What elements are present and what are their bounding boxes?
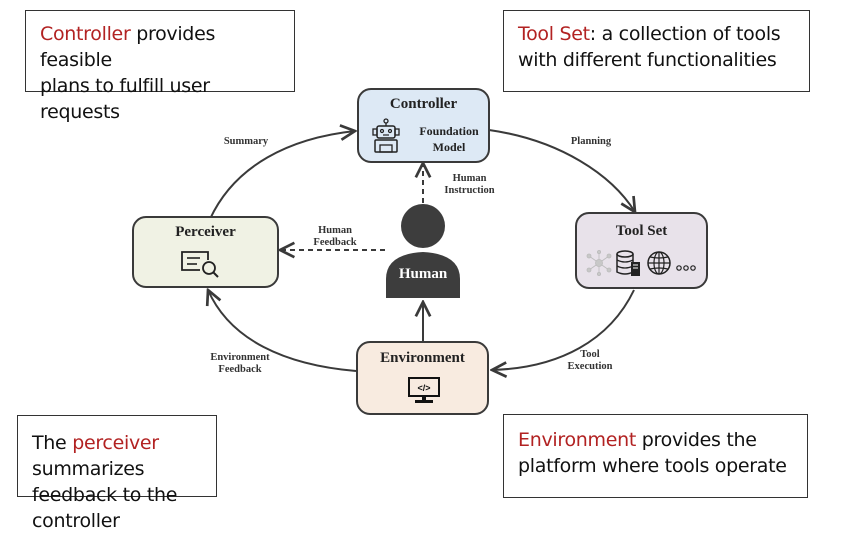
node-title: Environment — [380, 350, 465, 366]
callout-highlight: Tool Set — [518, 23, 590, 45]
globe-icon — [647, 251, 671, 275]
robot-icon — [372, 118, 400, 153]
node-title: Controller — [389, 96, 458, 112]
node-environment: Environment </> — [356, 341, 489, 415]
node-title: Tool Set — [615, 223, 668, 239]
callout-environment: Environment provides the platform where … — [503, 414, 808, 498]
edge-tool-execution — [492, 289, 635, 370]
edges-layer — [0, 0, 843, 505]
node-perceiver: Perceiver — [132, 216, 279, 288]
database-server-icon — [616, 250, 640, 276]
edge-environment-feedback — [208, 290, 357, 372]
node-human: Human — [383, 204, 463, 302]
callout-highlight: Environment — [518, 429, 637, 451]
node-toolset: Tool Set — [575, 212, 708, 289]
human-label: Human — [398, 266, 448, 282]
callout-controller: Controller provides feasible plans to fu… — [25, 10, 295, 123]
label-summary: Summary — [223, 136, 269, 147]
label-planning: Planning — [570, 136, 612, 147]
callout-perceiver: The perceiver summarizes feedback to the… — [17, 415, 217, 532]
more-icon — [676, 265, 696, 271]
person-icon — [386, 204, 460, 298]
edge-planning — [488, 129, 635, 212]
node-controller: Controller Foundation Model — [357, 88, 490, 163]
callout-toolset: Tool Set: a collection of tools with dif… — [503, 10, 810, 92]
code-glyph: </> — [417, 383, 430, 393]
document-search-icon — [181, 251, 219, 278]
node-subtitle: Foundation Model — [419, 124, 479, 154]
monitor-code-icon: </> — [408, 377, 440, 403]
node-title: Perceiver — [175, 224, 236, 240]
callout-highlight: perceiver — [72, 432, 159, 454]
callout-highlight: Controller — [40, 23, 131, 45]
edge-summary — [209, 131, 355, 220]
network-graph-icon — [586, 250, 612, 276]
